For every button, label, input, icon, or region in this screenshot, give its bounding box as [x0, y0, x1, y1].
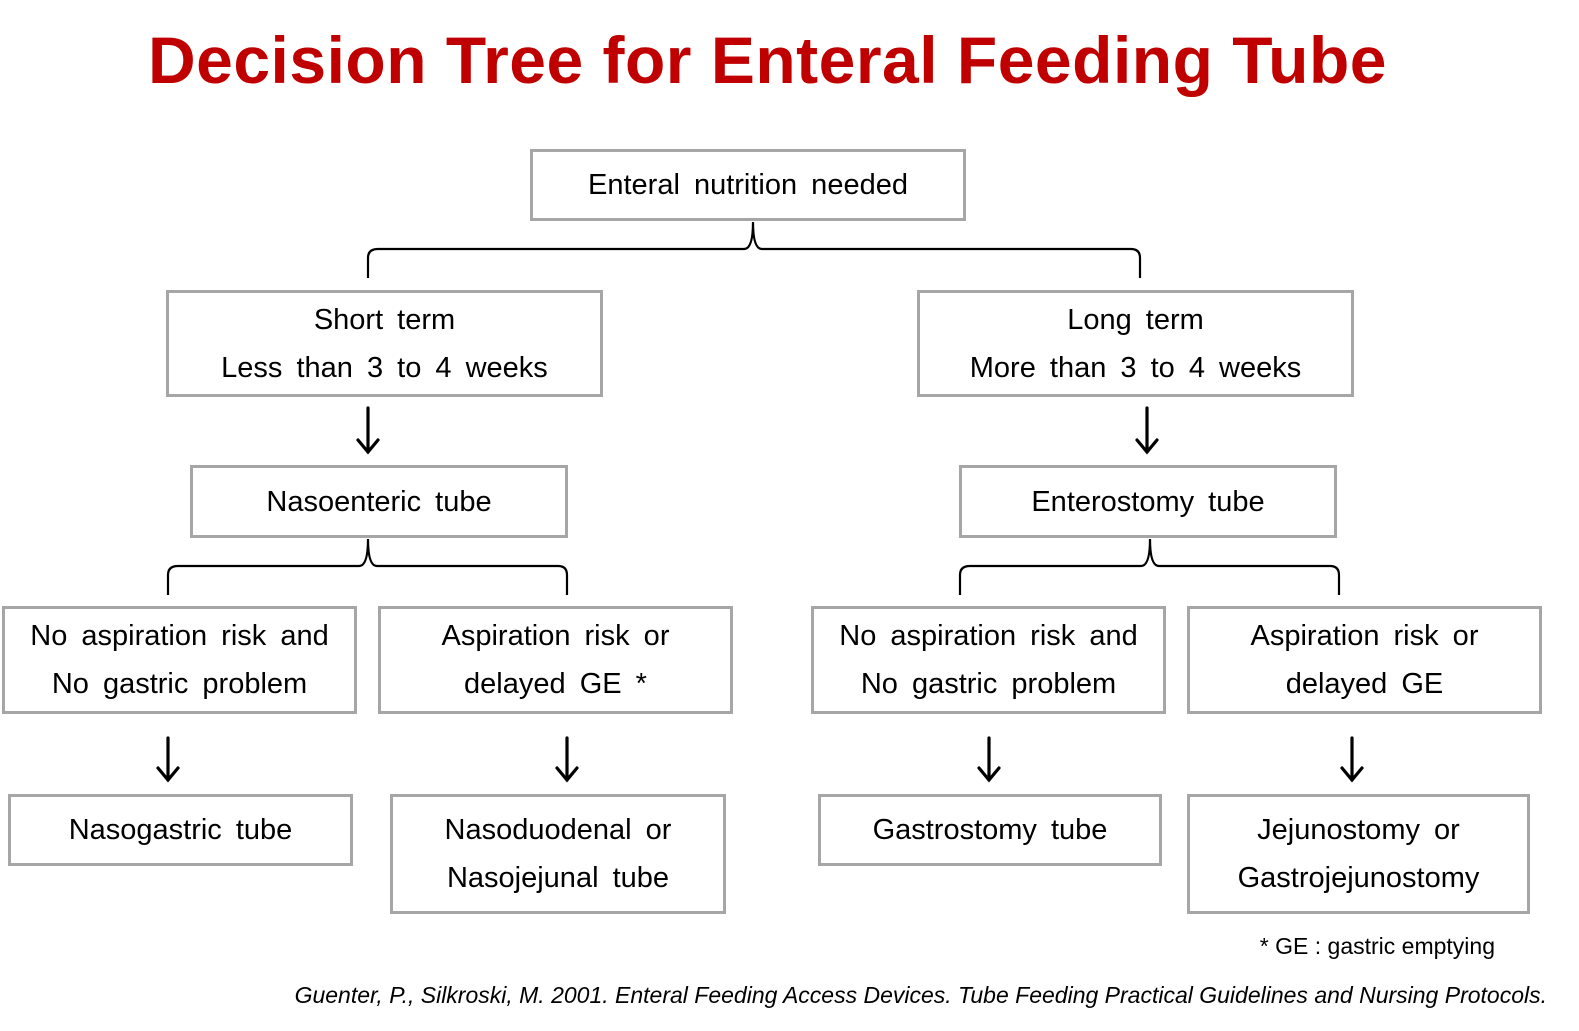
diagram-title: Decision Tree for Enteral Feeding Tube [147, 23, 1388, 97]
node-label: No aspiration risk and [30, 620, 329, 652]
node-gastrostomy-tube: Gastrostomy tube [818, 794, 1162, 866]
node-label: Nasoenteric tube [266, 485, 492, 518]
node-label: Aspiration risk or [441, 620, 670, 652]
arrow-long-to-enterostomy [1135, 406, 1159, 455]
node-nasogastric-tube: Nasogastric tube [8, 794, 353, 866]
footnote: * GE : gastric emptying [1259, 933, 1495, 959]
node-long-no-aspiration-risk: No aspiration risk and No gastric proble… [811, 606, 1166, 714]
arrow-to-gastrostomy [977, 736, 1001, 783]
node-sublabel: No gastric problem [860, 668, 1117, 700]
node-sublabel: Nasojejunal tube [446, 862, 670, 894]
node-short-no-aspiration-risk: No aspiration risk and No gastric proble… [2, 606, 357, 714]
node-sublabel: delayed GE [1285, 668, 1444, 700]
brace-enterostomy [958, 538, 1341, 595]
arrow-to-jejunostomy [1340, 736, 1364, 783]
node-sublabel: Gastrojejunostomy [1237, 862, 1480, 894]
node-label: Nasoduodenal or [444, 814, 672, 846]
node-label: Enterostomy tube [1031, 485, 1265, 518]
node-label: Long term [1067, 303, 1204, 336]
node-enterostomy-tube: Enterostomy tube [959, 465, 1337, 538]
node-label: Nasogastric tube [68, 814, 293, 846]
node-sublabel: More than 3 to 4 weeks [969, 351, 1302, 384]
node-sublabel: delayed GE * [464, 668, 647, 700]
arrow-to-nasoduodenal [555, 736, 579, 783]
brace-nasoenteric [166, 538, 569, 595]
node-label: Short term [313, 303, 456, 336]
node-jejunostomy: Jejunostomy or Gastrojejunostomy [1187, 794, 1530, 914]
node-label: Aspiration risk or [1250, 620, 1479, 652]
node-label: Enteral nutrition needed [588, 169, 908, 201]
node-long-aspiration-risk: Aspiration risk or delayed GE [1187, 606, 1542, 714]
node-short-term: Short term Less than 3 to 4 weeks [166, 290, 603, 397]
node-nasoduodenal-tube: Nasoduodenal or Nasojejunal tube [390, 794, 726, 914]
arrow-short-to-nasoenteric [356, 406, 380, 455]
node-label: Jejunostomy or [1257, 814, 1460, 846]
node-label: Gastrostomy tube [872, 814, 1108, 846]
arrow-to-nasogastric [156, 736, 180, 783]
node-label: No aspiration risk and [839, 620, 1138, 652]
node-short-aspiration-risk: Aspiration risk or delayed GE * [378, 606, 733, 714]
node-sublabel: Less than 3 to 4 weeks [221, 351, 548, 384]
node-sublabel: No gastric problem [51, 668, 308, 700]
node-enteral-nutrition-needed: Enteral nutrition needed [530, 149, 966, 221]
node-nasoenteric-tube: Nasoenteric tube [190, 465, 568, 538]
citation: Guenter, P., Silkroski, M. 2001. Enteral… [294, 982, 1547, 1008]
brace-root [366, 221, 1142, 278]
node-long-term: Long term More than 3 to 4 weeks [917, 290, 1354, 397]
